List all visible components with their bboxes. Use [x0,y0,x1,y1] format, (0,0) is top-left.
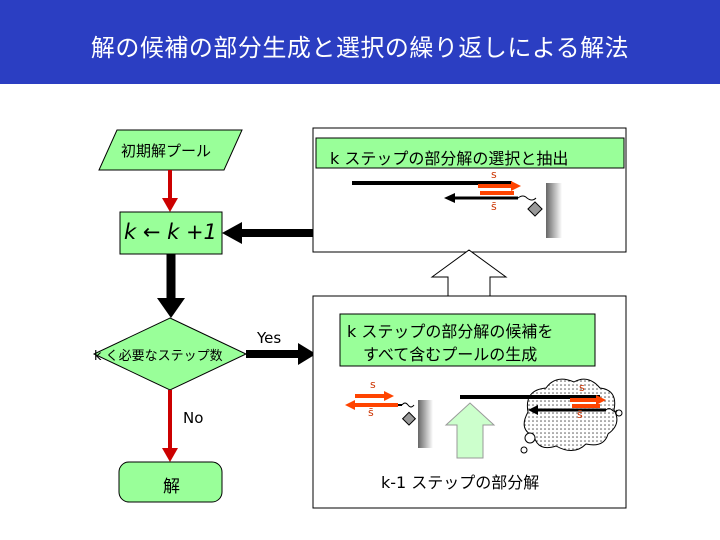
pool-end-bead [615,409,623,417]
green-up-arrow [444,402,496,459]
pool-s-arrowhead [596,395,606,405]
hollow-up-arrow [430,249,508,297]
arrowhead-start-to-update [162,198,178,212]
cloud-tail-large [524,432,536,444]
top-panel-title: k ステップの部分解の選択と抽出 [330,149,569,168]
title-bar: 解の候補の部分生成と選択の繰り返しによる解法 [0,0,720,84]
slide-title: 解の候補の部分生成と選択の繰り返しによる解法 [90,34,630,62]
pool-linker [605,408,618,412]
start-label: 初期解プール [121,142,212,160]
top-s-label: s [491,168,497,181]
decision-label: k く必要なステップ数 [94,349,223,364]
pool-sbar-arrowhead [528,405,538,415]
arrowhead-no [162,448,178,462]
bottom-panel-title-box [339,313,596,367]
pool-sbar-label: s̄ [577,408,583,421]
top-bead [527,201,543,217]
top-sbar-arrowhead [444,193,455,203]
bottom-linker [401,402,415,408]
start-parallelogram [98,129,243,171]
bottom-s-arrowhead [384,391,394,401]
no-label: No [183,409,204,427]
top-panel-title-box [315,137,625,169]
bottom-title-line1: k ステップの部分解の候補を [347,322,554,341]
update-k-label: k ← k +1 [124,220,217,244]
bottom-sbar-label: s̄ [368,406,374,419]
bottom-sbar-arrowhead [345,400,355,410]
top-linker [517,195,537,201]
end-label: 解 [163,477,180,497]
bottom-bead [401,411,417,426]
pool-s-label: s [579,381,585,394]
top-s-arrowhead [511,181,521,191]
end-terminal [118,461,223,503]
bottom-s-label: s [370,378,376,391]
pool-cloud [523,378,618,451]
bottom-wall [418,400,433,448]
top-sbar-label: s̄ [491,200,497,213]
arrowhead-update-to-decision [157,298,185,318]
arrowhead-panel-to-update [222,222,242,244]
bottom-caption: k-1 ステップの部分解 [381,473,540,492]
cloud-tail-small [520,446,528,454]
bottom-title-line2: すべて含むプールの生成 [363,345,538,364]
arrowhead-yes [298,343,316,365]
yes-label: Yes [257,329,282,347]
top-wall [546,183,562,238]
